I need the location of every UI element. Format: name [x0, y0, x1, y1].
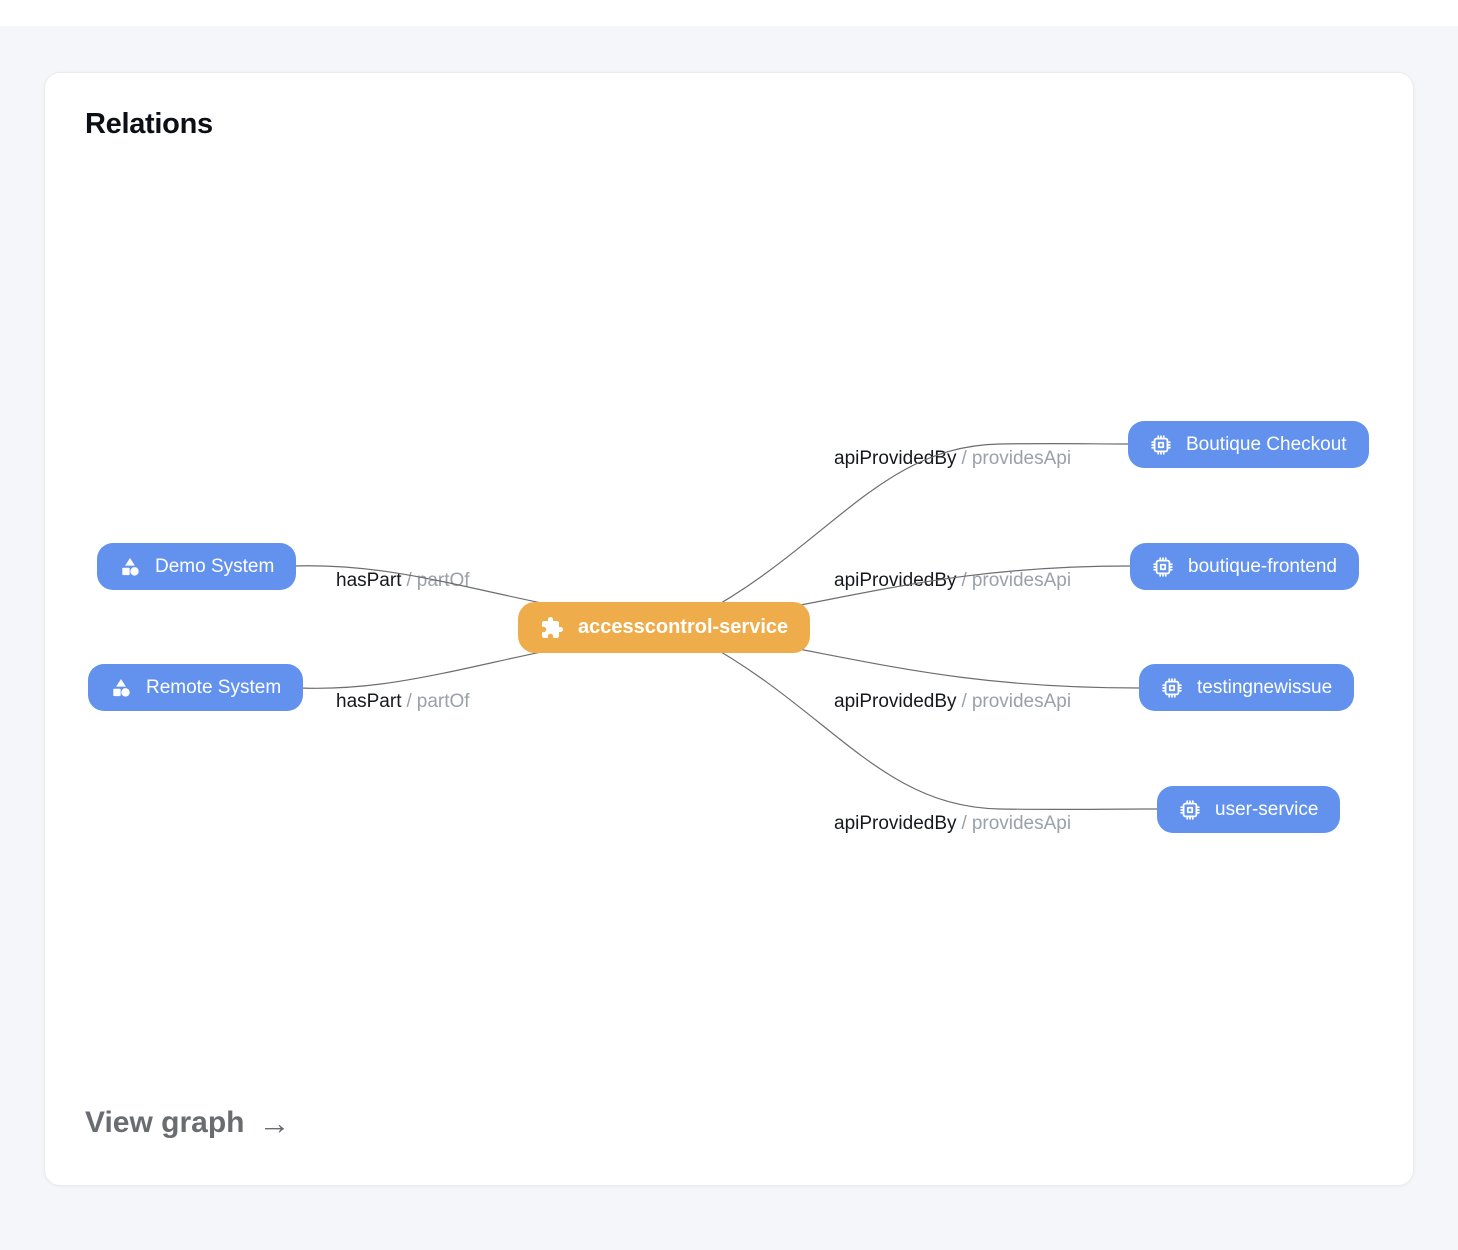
node-label: Demo System — [155, 556, 274, 578]
shapes-icon — [110, 677, 132, 699]
view-graph-label: View graph — [85, 1106, 245, 1140]
node-label: boutique-frontend — [1188, 556, 1337, 578]
edge-label-haspart-2: hasPart/partOf — [336, 691, 470, 713]
chip-icon — [1179, 799, 1201, 821]
chip-icon — [1161, 677, 1183, 699]
puzzle-icon — [540, 616, 564, 640]
node-boutique-checkout[interactable]: Boutique Checkout — [1128, 421, 1369, 468]
node-label: accesscontrol-service — [578, 616, 788, 639]
node-accesscontrol-service[interactable]: accesscontrol-service — [518, 602, 810, 653]
shapes-icon — [119, 556, 141, 578]
arrow-right-icon: → — [259, 1107, 291, 1139]
chip-icon — [1152, 556, 1174, 578]
edge-label-apiprovidedby-3: apiProvidedBy/providesApi — [834, 691, 1071, 713]
top-white-strip — [0, 0, 1458, 26]
edge-label-apiprovidedby-1: apiProvidedBy/providesApi — [834, 448, 1071, 470]
node-label: Boutique Checkout — [1186, 434, 1347, 456]
chip-icon — [1150, 434, 1172, 456]
node-user-service[interactable]: user-service — [1157, 786, 1340, 833]
node-boutique-frontend[interactable]: boutique-frontend — [1130, 543, 1359, 590]
edge-label-apiprovidedby-4: apiProvidedBy/providesApi — [834, 813, 1071, 835]
node-label: testingnewissue — [1197, 677, 1332, 699]
node-testingnewissue[interactable]: testingnewissue — [1139, 664, 1354, 711]
edge-label-apiprovidedby-2: apiProvidedBy/providesApi — [834, 570, 1071, 592]
node-remote-system[interactable]: Remote System — [88, 664, 303, 711]
edge-label-haspart-1: hasPart/partOf — [336, 570, 470, 592]
card-title: Relations — [85, 108, 213, 141]
node-label: user-service — [1215, 799, 1318, 821]
node-label: Remote System — [146, 677, 281, 699]
view-graph-link[interactable]: View graph → — [85, 1106, 291, 1140]
node-demo-system[interactable]: Demo System — [97, 543, 296, 590]
